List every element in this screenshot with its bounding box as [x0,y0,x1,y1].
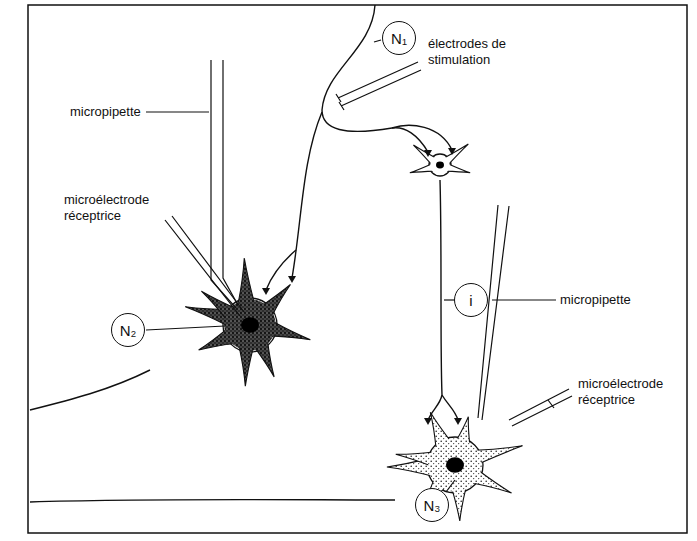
part-label: microélectrode réceptrice [64,192,164,224]
axon-n3 [30,500,395,503]
part-label: micropipette [560,292,650,308]
callout-label: N₂ [120,322,137,339]
synapse-knobs [262,148,462,425]
soma [430,155,450,175]
instruments [146,40,572,492]
microelectrode-left [165,216,244,316]
callout-label: N₃ [424,497,441,514]
micropipette-left [211,60,238,308]
axon-terminal [266,250,296,290]
nucleus [241,317,259,332]
synapse [424,150,432,157]
dendrite [239,346,253,386]
dendrite [238,258,254,304]
callout-circle: N₁ [382,21,416,55]
axon-terminal [392,128,428,152]
leader-line [374,40,381,42]
axon-i [428,180,442,420]
axon-n1 [322,5,392,131]
nucleus [446,457,464,472]
leader-line [446,480,455,492]
synapse [288,276,296,283]
dendrite [475,446,522,464]
callout-circle: N₃ [415,488,449,522]
neuron [387,412,523,521]
leader-line [146,111,209,112]
neurons [185,144,522,521]
synapse [262,288,270,295]
part-label: micropipette [70,104,150,120]
dendrite [452,487,466,521]
callout-circle: N₂ [111,313,145,347]
fibres [30,5,458,502]
synapse [454,418,462,425]
neuron [185,258,310,386]
microelectrode-right [509,389,572,426]
micropipette-right [478,205,509,420]
callout-circle: i [454,283,488,317]
soma [428,438,482,492]
dendrite [271,322,310,340]
axon-terminal [392,125,452,150]
nucleus [436,162,444,169]
synapse [424,418,432,425]
leader-line [146,326,225,330]
axon-n2 [30,370,150,410]
frame-border [28,5,687,533]
dendrite [396,452,434,466]
soma [224,299,276,351]
part-label: électrodes de stimulation [428,36,520,68]
callout-label: N₁ [391,30,407,47]
part-label: microélectrode réceptrice [578,376,678,408]
callout-label: i [469,292,472,309]
stimulation-electrodes [336,62,421,110]
leader-line [492,299,556,300]
axon-terminal [442,395,458,420]
neuron [410,144,470,176]
synapse [448,148,456,155]
axon-branch [292,112,322,278]
